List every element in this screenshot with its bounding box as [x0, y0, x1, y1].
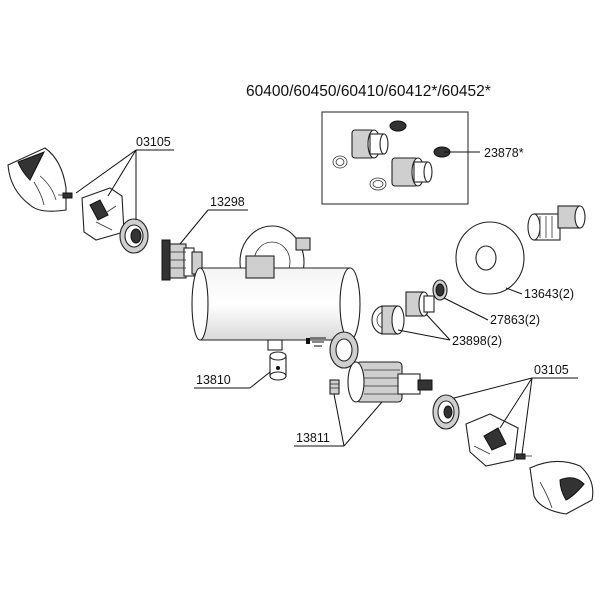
- right-ring: [432, 394, 460, 430]
- label-13810: 13810: [196, 373, 231, 387]
- wall-connector: [527, 205, 586, 241]
- flow-cartridge: [161, 239, 203, 281]
- label-13811: 13811: [296, 431, 330, 445]
- filter-washer: [432, 279, 448, 301]
- left-handle-insert: [81, 187, 125, 241]
- left-handle-cap: [7, 147, 67, 212]
- left-ring: [119, 218, 149, 254]
- inset-connector-1: [332, 120, 407, 169]
- label-03105-bottom: 03105: [534, 363, 569, 377]
- inset-box: [321, 111, 480, 205]
- left-screw: [58, 192, 73, 199]
- right-screw: [515, 453, 532, 460]
- wall-rosette: [455, 221, 525, 295]
- label-13643: 13643(2): [524, 287, 574, 301]
- model-numbers-title: 60400/60450/60410/60412*/60452*: [246, 83, 491, 100]
- thermostatic-cartridge: [347, 361, 433, 403]
- right-union-nut: [371, 305, 405, 335]
- label-27863: 27863(2): [490, 313, 540, 327]
- mixer-body: [191, 225, 361, 369]
- label-23878: 23878*: [484, 146, 524, 160]
- label-23898: 23898(2): [452, 334, 502, 348]
- right-handle-insert: [465, 413, 519, 467]
- right-eccentric: [405, 291, 435, 317]
- label-03105-top: 03105: [136, 135, 171, 149]
- outlet-nipple: [269, 351, 287, 381]
- label-13298: 13298: [210, 195, 245, 209]
- grub-screw: [329, 379, 340, 395]
- right-handle-cap: [529, 460, 594, 515]
- temperature-scale: [306, 337, 326, 347]
